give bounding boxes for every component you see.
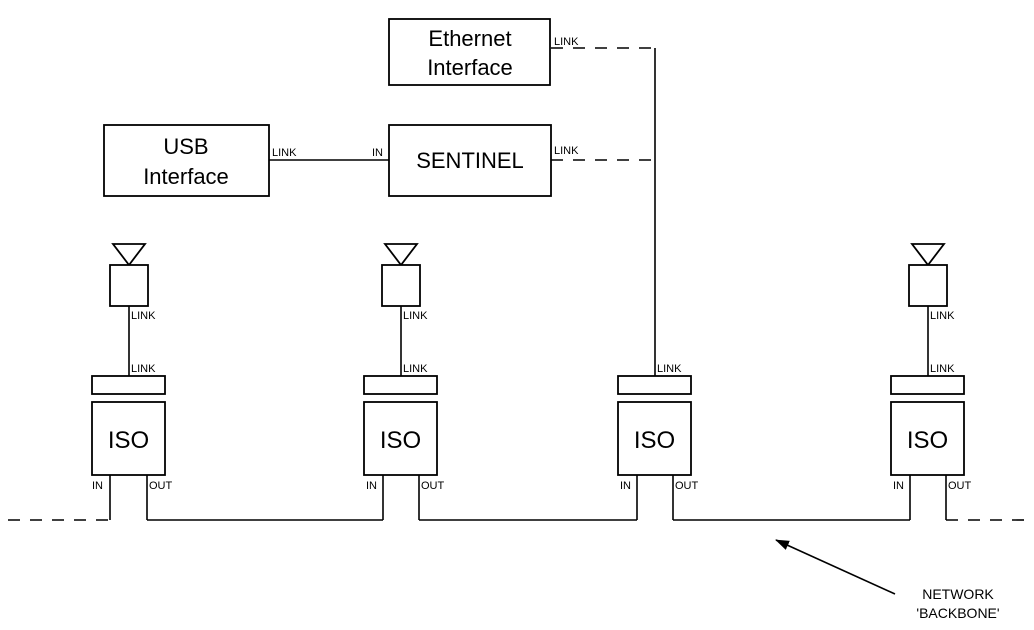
link-connector-bar: [617, 375, 692, 395]
backbone-label-line1: NETWORK: [922, 586, 994, 602]
in-port-label: IN: [366, 480, 377, 492]
backbone-label-line2: 'BACKBONE': [916, 605, 999, 621]
iso-label: ISO: [907, 427, 948, 454]
sentinel-box: [388, 124, 552, 197]
usb-interface-block: USB Interface LINK: [103, 124, 297, 197]
iso-label: ISO: [380, 427, 421, 454]
ethernet-label-line2: Interface: [427, 55, 513, 80]
sentinel-block: SENTINEL IN LINK: [372, 124, 579, 197]
connector-link-label: LINK: [403, 363, 428, 375]
iso-node-1: LINK LINK ISO IN OUT: [91, 243, 173, 520]
antenna-icon: [383, 243, 419, 267]
antenna-unit-box: [109, 264, 149, 307]
antenna-unit-box: [381, 264, 421, 307]
iso-box: [363, 401, 438, 476]
connector-link-label: LINK: [131, 363, 156, 375]
antenna-link-label: LINK: [403, 310, 428, 322]
out-port-label: OUT: [675, 480, 699, 492]
connector-link-label: LINK: [657, 363, 682, 375]
iso-label: ISO: [634, 427, 675, 454]
ethernet-link-port-label: LINK: [554, 36, 579, 48]
iso-node-3: LINK ISO IN OUT: [617, 363, 699, 520]
sentinel-link-port-label: LINK: [554, 145, 579, 157]
in-port-label: IN: [893, 480, 904, 492]
iso-node-4: LINK LINK ISO IN OUT: [890, 243, 972, 520]
link-connector-bar: [890, 375, 965, 395]
iso-label: ISO: [108, 427, 149, 454]
sentinel-in-port-label: IN: [372, 147, 383, 159]
connector-link-label: LINK: [930, 363, 955, 375]
in-port-label: IN: [92, 480, 103, 492]
antenna-link-label: LINK: [131, 310, 156, 322]
antenna-link-label: LINK: [930, 310, 955, 322]
iso-node-2: LINK LINK ISO IN OUT: [363, 243, 445, 520]
link-connector-bar: [363, 375, 438, 395]
usb-label-line2: Interface: [143, 164, 229, 189]
usb-interface-box: [103, 124, 270, 197]
out-port-label: OUT: [421, 480, 445, 492]
antenna-unit-box: [908, 264, 948, 307]
iso-box: [91, 401, 166, 476]
iso-box: [890, 401, 965, 476]
link-connector-bar: [91, 375, 166, 395]
ethernet-interface-block: Ethernet Interface LINK: [388, 18, 579, 86]
ethernet-label-line1: Ethernet: [428, 26, 511, 51]
ethernet-interface-box: [388, 18, 551, 86]
usb-label-line1: USB: [163, 134, 208, 159]
in-port-label: IN: [620, 480, 631, 492]
out-port-label: OUT: [149, 480, 173, 492]
antenna-icon: [111, 243, 147, 267]
backbone-arrow: [775, 539, 896, 595]
sentinel-label: SENTINEL: [416, 148, 524, 173]
usb-link-port-label: LINK: [272, 147, 297, 159]
antenna-icon: [910, 243, 946, 267]
iso-box: [617, 401, 692, 476]
out-port-label: OUT: [948, 480, 972, 492]
